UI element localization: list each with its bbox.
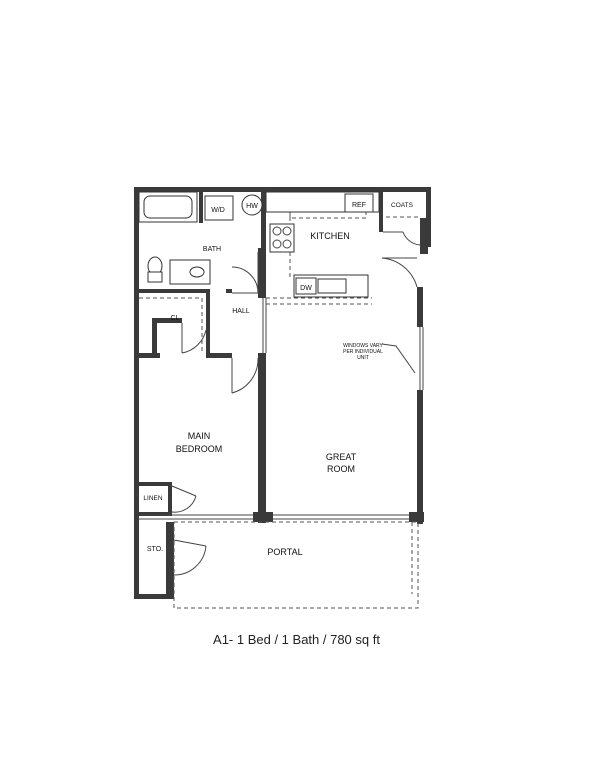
label-linen: LINEN: [143, 495, 162, 502]
label-portal: PORTAL: [267, 547, 302, 557]
label-ref: REF: [352, 202, 366, 209]
label-coats: COATS: [391, 202, 414, 209]
openings: [139, 298, 424, 520]
plan-caption: A1- 1 Bed / 1 Bath / 780 sq ft: [213, 632, 380, 647]
label-main-bedroom-2: BEDROOM: [176, 444, 223, 454]
note-line-3: UNIT: [357, 355, 369, 361]
windows-note: WINDOWS VARY PER INDIVIDUAL UNIT: [343, 343, 416, 374]
washer-dryer: [204, 195, 234, 221]
interior-walls: [134, 187, 428, 598]
label-storage: STO.: [147, 546, 163, 553]
note-line-2: PER INDIVIDUAL: [343, 349, 383, 355]
label-dw: DW: [300, 285, 312, 292]
exterior-walls: [134, 187, 431, 599]
label-bath: BATH: [203, 246, 221, 253]
floor-plan: BATH W/D HW REF COATS KITCHEN DW CL HALL…: [134, 187, 431, 609]
label-great-room-1: GREAT: [326, 452, 357, 462]
dishwasher: [295, 277, 317, 295]
refrigerator: [344, 193, 374, 213]
label-hall: HALL: [232, 308, 250, 315]
note-line-1: WINDOWS VARY: [343, 343, 383, 349]
label-kitchen: KITCHEN: [310, 231, 350, 241]
label-great-room-2: ROOM: [327, 464, 355, 474]
sink: [317, 278, 347, 294]
room-labels: BATH W/D HW REF COATS KITCHEN DW CL HALL…: [143, 202, 413, 557]
fixtures: [138, 191, 380, 298]
label-hw: HW: [246, 203, 258, 210]
label-wd: W/D: [211, 207, 225, 214]
water-heater: [241, 194, 263, 216]
door-swings: [171, 231, 421, 576]
label-closet: CL: [171, 315, 180, 322]
label-main-bedroom-1: MAIN: [188, 431, 211, 441]
